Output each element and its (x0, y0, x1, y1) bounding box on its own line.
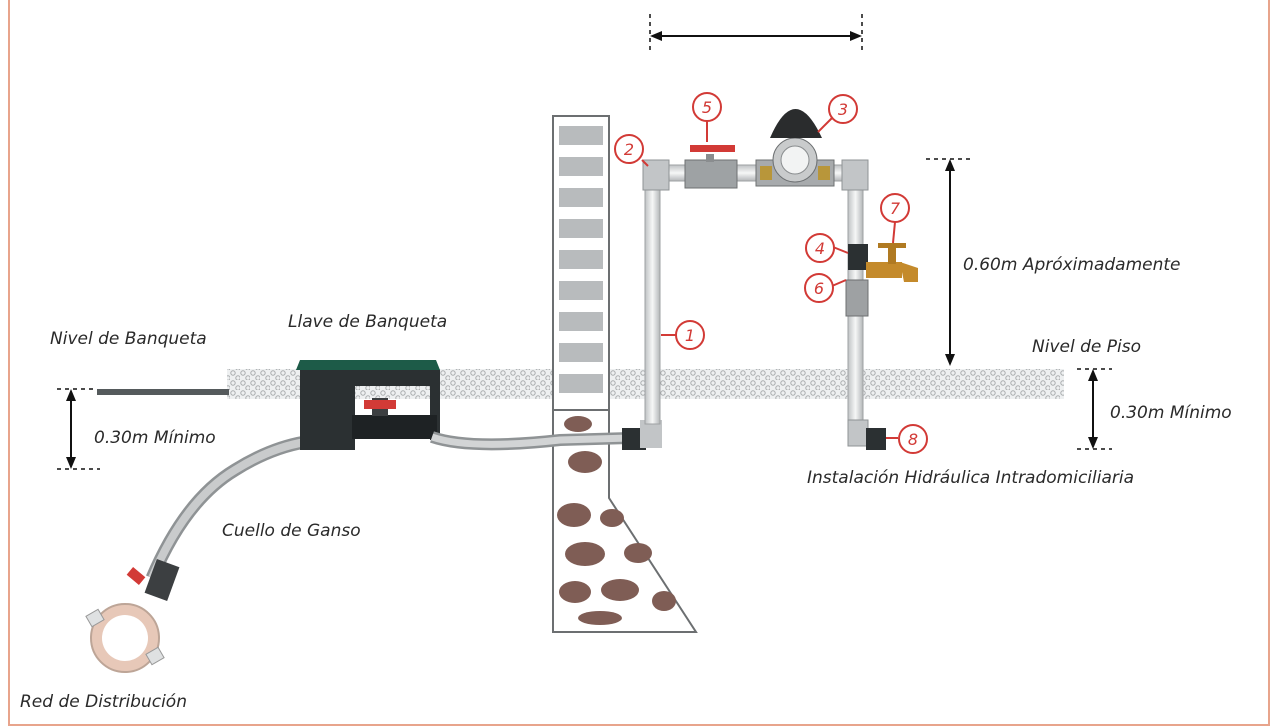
label-min-left: 0.30m Mínimo (94, 428, 216, 448)
label-llave-banqueta: Llave de Banqueta (288, 312, 448, 332)
gooseneck-pipe (146, 435, 307, 581)
sidewalk-valve-box (296, 360, 440, 450)
dimension-030-right (1077, 368, 1112, 450)
callout-4: 4 (805, 233, 835, 263)
dimension-060 (926, 158, 972, 366)
stone-foundation (552, 409, 698, 633)
callout-2: 2 (614, 134, 644, 164)
label-altura-aprox: 0.60m Apróximadamente (963, 255, 1181, 275)
callout-1: 1 (675, 320, 705, 350)
dimension-top (649, 14, 863, 52)
riser-left (644, 171, 661, 425)
label-min-right: 0.30m Mínimo (1110, 403, 1232, 423)
distribution-main (85, 558, 180, 673)
hose-faucet (845, 243, 918, 317)
ball-valve (684, 145, 738, 189)
label-red-distribucion: Red de Distribución (20, 692, 187, 712)
water-meter (755, 109, 835, 187)
label-instalacion: Instalación Hidráulica Intradomiciliaria (807, 468, 1135, 488)
label-cuello-ganso: Cuello de Ganso (222, 521, 361, 541)
floor-strip (608, 369, 1064, 399)
callout-8: 8 (898, 424, 928, 454)
callout-leaders (641, 117, 898, 439)
street-edge (97, 389, 229, 395)
brick-wall (552, 115, 610, 411)
callout-3: 3 (828, 94, 858, 124)
callout-5: 5 (692, 92, 722, 122)
dimension-030-left (57, 388, 100, 470)
callout-6: 6 (804, 273, 834, 303)
label-nivel-banqueta: Nivel de Banqueta (50, 329, 207, 349)
label-nivel-piso: Nivel de Piso (1032, 337, 1141, 357)
callout-7: 7 (880, 193, 910, 223)
